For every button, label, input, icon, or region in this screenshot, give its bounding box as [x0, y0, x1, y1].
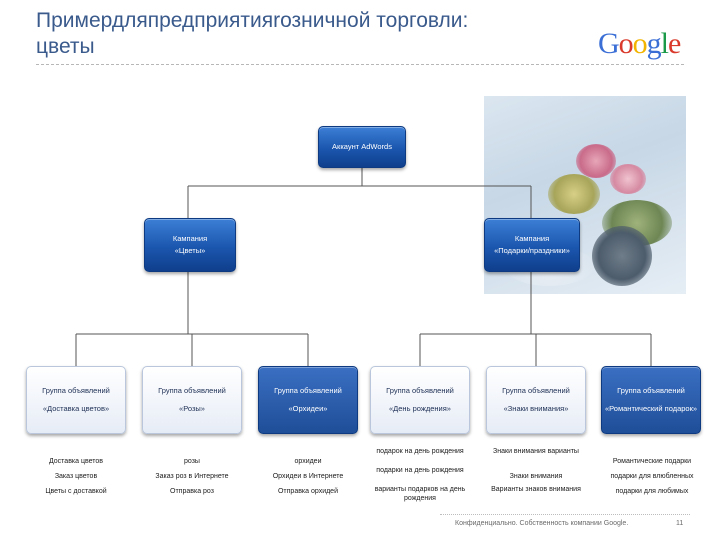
logo-letter: e — [668, 27, 681, 60]
keyword: Варианты знаков внимания — [491, 486, 581, 493]
campaign-node-flowers: Кампания «Цветы» — [144, 218, 236, 272]
logo-letter: l — [660, 27, 669, 60]
account-node: Аккаунт AdWords — [318, 126, 406, 168]
footer-confidential: Конфиденциально. Собственность компании … — [455, 520, 629, 527]
logo-letter: G — [598, 27, 620, 60]
ad-group-name: «Орхидеи» — [288, 404, 328, 413]
keyword: Заказ роз в Интернете — [155, 473, 229, 480]
campaign-name: «Подарки/праздники» — [494, 246, 570, 255]
logo-letter: o — [618, 27, 634, 60]
logo-letter: g — [646, 27, 662, 60]
ad-group-name: «Знаки внимания» — [503, 404, 569, 413]
ad-group-label: Группа объявлений — [617, 386, 685, 395]
ad-group-label: Группа объявлений — [274, 386, 342, 395]
ad-group-node: Группа объявлений «Романтический подарок… — [601, 366, 701, 434]
ad-group-name: «Романтический подарок» — [604, 404, 698, 413]
ad-group-name: «День рождения» — [389, 404, 451, 413]
keyword: Отправка орхидей — [277, 488, 338, 495]
ad-group-label: Группа объявлений — [502, 386, 570, 395]
ad-group-name: «Доставка цветов» — [42, 404, 110, 413]
keyword: подарки на день рождения — [376, 467, 464, 474]
google-logo: Google — [598, 27, 681, 60]
keyword: подарок на день рождения — [376, 448, 464, 455]
account-label: Аккаунт AdWords — [332, 142, 392, 151]
ad-group-node: Группа объявлений «День рождения» — [370, 366, 470, 434]
ad-group-node: Группа объявлений «Орхидеи» — [258, 366, 358, 434]
keyword: Романтические подарки — [612, 458, 692, 465]
footer-divider — [440, 514, 690, 515]
keyword: Знаки внимания — [509, 473, 563, 480]
ad-group-node: Группа объявлений «Знаки внимания» — [486, 366, 586, 434]
keyword: орхидеи — [294, 458, 322, 465]
keyword: варианты подарков на день рождения — [374, 486, 466, 502]
ad-group-node: Группа объявлений «Доставка цветов» — [26, 366, 126, 434]
campaign-label: Кампания — [172, 234, 208, 243]
ad-group-label: Группа объявлений — [158, 386, 226, 395]
logo-letter: o — [632, 27, 648, 60]
keyword: подарки для влюбленных — [610, 473, 694, 480]
page-title: Примердляпредприятияrозничной торговли: … — [36, 9, 469, 58]
keyword: Орхидеи в Интернете — [272, 473, 344, 480]
ad-group-label: Группа объявлений — [42, 386, 110, 395]
ad-group-label: Группа объявлений — [386, 386, 454, 395]
page-number: 11 — [676, 520, 684, 527]
ad-group-name: «Розы» — [179, 404, 205, 413]
keyword: Доставка цветов — [48, 458, 104, 465]
keyword: подарки для любимых — [615, 488, 689, 495]
campaign-label: Кампания — [514, 234, 550, 243]
keyword: Цветы с доставкой — [45, 488, 107, 495]
keyword: Отправка роз — [170, 488, 214, 495]
campaign-name: «Цветы» — [174, 246, 206, 255]
keyword: Заказ цветов — [54, 473, 98, 480]
ad-group-node: Группа объявлений «Розы» — [142, 366, 242, 434]
title-divider — [36, 64, 684, 65]
keyword: Знаки внимания варианты — [493, 448, 579, 455]
campaign-node-gifts: Кампания «Подарки/праздники» — [484, 218, 580, 272]
keyword: розы — [184, 458, 200, 465]
